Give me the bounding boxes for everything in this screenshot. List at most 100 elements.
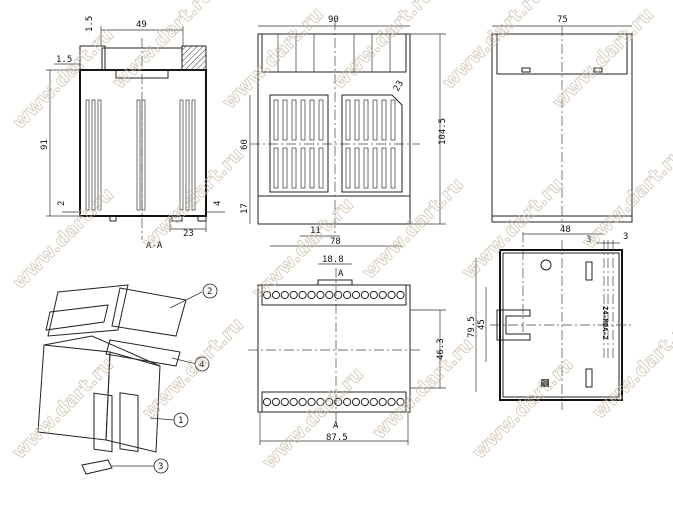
vent-slot [390, 99, 396, 141]
vent-slot [291, 99, 297, 141]
terminal-screw [334, 290, 343, 300]
terminal-screw [316, 397, 325, 407]
callout-2: 2 [207, 287, 212, 297]
terminal-screw [369, 290, 378, 300]
terminal-screw [396, 397, 405, 407]
vent-slot [282, 147, 288, 189]
terminal-screw [271, 397, 280, 407]
dim-3-right: 3 [623, 232, 628, 242]
terminal-screw [262, 397, 272, 407]
terminal-screw [325, 290, 334, 300]
section-view-a-a: 49 1.5 1.5 91 2 4 23 A-A [40, 16, 225, 251]
dim-18-8: 18.8 [322, 255, 344, 265]
watermark-text: www.dart.ru [248, 193, 358, 303]
terminal-rows [262, 290, 405, 407]
dim-45: 45 [477, 319, 487, 330]
terminal-screw [343, 397, 352, 407]
section-right-terminal [181, 45, 207, 71]
dim-1-5-top: 1.5 [85, 16, 95, 32]
terminal-screw [262, 290, 272, 300]
terminal-screw [334, 397, 343, 407]
terminal-screw [289, 397, 298, 407]
section-title: A-A [146, 241, 163, 251]
vent-slot [354, 147, 360, 189]
dim-91: 91 [40, 139, 50, 150]
watermark-text: www.dart.ru [368, 333, 478, 443]
dim-23: 23 [183, 229, 194, 239]
vent-slot [273, 147, 279, 189]
vent-slot [318, 147, 324, 189]
callout-3: 3 [158, 462, 163, 472]
front-vents [273, 99, 396, 189]
dim-75: 75 [557, 15, 568, 25]
terminal-screw [378, 397, 387, 407]
vent-slot [300, 99, 306, 141]
vent-slot [363, 99, 369, 141]
dim-87-5: 87.5 [326, 433, 348, 443]
terminal-screw [307, 290, 316, 300]
terminal-screw [271, 290, 280, 300]
dim-104-5: 104.5 [438, 118, 448, 145]
terminal-screw [289, 290, 298, 300]
vent-slot [345, 99, 351, 141]
dim-48: 48 [560, 225, 571, 235]
terminal-screw [387, 290, 396, 300]
vent-slot [363, 147, 369, 189]
dim-60: 60 [240, 139, 250, 150]
vent-slot [390, 147, 396, 189]
bottom-view: 48 3 3 79.5 45 Z4-MDA-2 [467, 225, 632, 410]
vent-slot [273, 99, 279, 141]
section-ribs [85, 99, 196, 211]
vent-slot [282, 99, 288, 141]
vent-slot [309, 99, 315, 141]
watermark-text: www.dart.ru [328, 0, 438, 94]
qr-mark [541, 379, 549, 387]
watermark-text: www.dart.ru [358, 173, 468, 283]
dim-3-left: 3 [586, 235, 591, 245]
terminal-screw [298, 397, 307, 407]
watermark-text: www.dart.ru [138, 313, 248, 423]
side-view: 75 [491, 15, 633, 226]
terminal-screw [280, 397, 289, 407]
terminal-screw [298, 290, 307, 300]
watermark-text: www.dart.ru [258, 363, 368, 473]
terminal-screw [360, 290, 369, 300]
watermark-text: www.dart.ru [468, 353, 578, 463]
front-view: 90 104.5 60 17 11 78 23 [240, 15, 448, 247]
section-marker-bottom: A [333, 421, 339, 431]
dim-78: 78 [330, 237, 341, 247]
dim-4: 4 [213, 201, 223, 206]
terminal-screw [360, 397, 369, 407]
dim-90: 90 [328, 15, 339, 25]
vent-slot [381, 147, 387, 189]
vent-slot [291, 147, 297, 189]
terminal-screw [316, 290, 325, 300]
terminal-screw [325, 397, 334, 407]
vent-slot [372, 99, 378, 141]
dim-2: 2 [57, 201, 67, 206]
terminal-screw [280, 290, 289, 300]
vent-slot [381, 99, 387, 141]
watermark-text: www.dart.ru [218, 3, 328, 113]
vent-slot [309, 147, 315, 189]
part-code: Z4-MDA-2 [601, 306, 609, 340]
vent-slot [345, 147, 351, 189]
dim-17: 17 [240, 203, 250, 214]
dim-79-5: 79.5 [467, 316, 477, 338]
callout-1: 1 [178, 416, 183, 426]
dim-23-corner: 23 [392, 79, 406, 93]
terminal-screw [351, 290, 361, 300]
terminal-screw [378, 290, 387, 300]
callout-4: 4 [199, 360, 204, 370]
vent-slot [354, 99, 360, 141]
dim-11: 11 [310, 226, 321, 236]
section-marker-top: A [338, 269, 344, 279]
dim-49: 49 [136, 20, 147, 30]
terminal-screw [369, 397, 378, 407]
watermark-text: www.dart.ru [588, 313, 673, 423]
watermark-text: www.dart.ru [8, 353, 118, 463]
dim-1-5-side: 1.5 [56, 55, 72, 65]
watermark-text: www.dart.ru [8, 23, 118, 133]
